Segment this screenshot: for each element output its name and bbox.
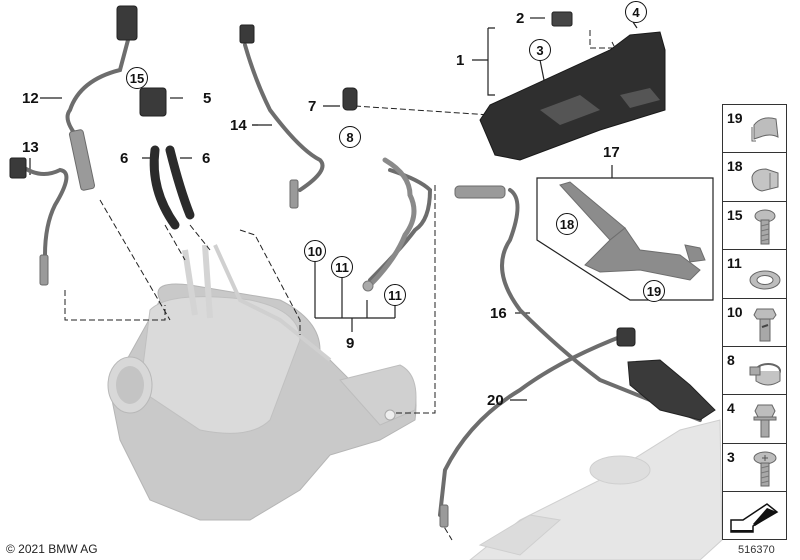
legend-number: 10 [727, 303, 743, 320]
clip-icon [751, 117, 779, 142]
legend-item-3[interactable]: 3 [723, 444, 786, 493]
callout-8-circled: 8 [339, 126, 361, 148]
sensor-cables [18, 38, 702, 517]
particulate-filter-part [107, 244, 417, 521]
intake-manifold-part [469, 419, 723, 560]
connector-12 [116, 5, 138, 41]
connectors [9, 5, 636, 347]
legend-number: 18 [727, 158, 743, 175]
connector-14 [239, 24, 255, 44]
probes [39, 129, 506, 528]
callout-1: 1 [456, 52, 465, 69]
legend-number: 11 [727, 255, 742, 272]
callout-14: 14 [230, 117, 247, 134]
diagram-id: 516370 [738, 544, 775, 556]
cap-2 [551, 11, 573, 27]
callout-6a: 6 [120, 150, 129, 167]
legend-number: 8 [727, 351, 735, 368]
legend-item-10[interactable]: 10 [723, 299, 786, 347]
legend-item-8[interactable]: 8 [723, 347, 786, 396]
copyright-text: © 2021 BMW AG [6, 542, 98, 556]
sleeve-clip-icon [751, 168, 779, 192]
pipe-part-9 [362, 157, 417, 292]
torx-screw-icon [754, 209, 776, 245]
callout-6b: 6 [202, 150, 211, 167]
leader-lines [64, 30, 616, 541]
connector-20 [616, 327, 636, 347]
legend-item-4[interactable]: 4 [723, 395, 786, 444]
callout-11b-circled: 11 [384, 284, 406, 306]
legend-item-18[interactable]: 18 [723, 153, 786, 202]
legend-number: 15 [727, 206, 743, 223]
callout-15-circled: 15 [126, 67, 148, 89]
banjo-bolt-icon [753, 308, 777, 342]
callout-20: 20 [487, 392, 504, 409]
washer-icon [749, 270, 781, 290]
parts-legend-sidebar: 19 18 15 11 10 8 4 3 [722, 104, 787, 540]
connector-13 [9, 157, 27, 179]
torx-screw-icon [753, 451, 777, 487]
legend-number: 19 [727, 110, 743, 126]
callout-18-circled: 18 [556, 213, 578, 235]
sensor-bracket-20 [627, 359, 716, 421]
callout-5: 5 [203, 90, 212, 107]
callout-3-circled: 3 [529, 39, 551, 61]
legend-item-11[interactable]: 11 [723, 250, 786, 299]
callout-9: 9 [346, 335, 355, 352]
callout-16: 16 [490, 305, 507, 322]
legend-item-19[interactable]: 19 [723, 105, 786, 154]
hose-clamp-icon [749, 362, 781, 386]
callout-7: 7 [308, 98, 317, 115]
legend-number: 3 [727, 448, 735, 465]
callout-4-circled: 4 [625, 1, 647, 23]
callout-10-circled: 10 [304, 240, 326, 262]
bracket-part-17 [559, 181, 706, 281]
callout-19-circled: 19 [643, 280, 665, 302]
legend-item-15[interactable]: 15 [723, 202, 786, 251]
pressure-sensor-5 [139, 87, 167, 117]
legend-item-orientation [723, 492, 786, 540]
hoses-6 [149, 145, 195, 230]
sensor-7 [342, 87, 358, 111]
callout-11a-circled: 11 [331, 256, 353, 278]
callout-12: 12 [22, 90, 39, 107]
callout-17: 17 [603, 144, 620, 161]
legend-number: 4 [727, 400, 735, 417]
callout-13: 13 [22, 139, 39, 156]
bracket-part-1 [479, 31, 666, 161]
callout-2: 2 [516, 10, 525, 27]
orientation-arrow-icon [730, 503, 779, 533]
hex-bolt-icon [753, 404, 777, 438]
